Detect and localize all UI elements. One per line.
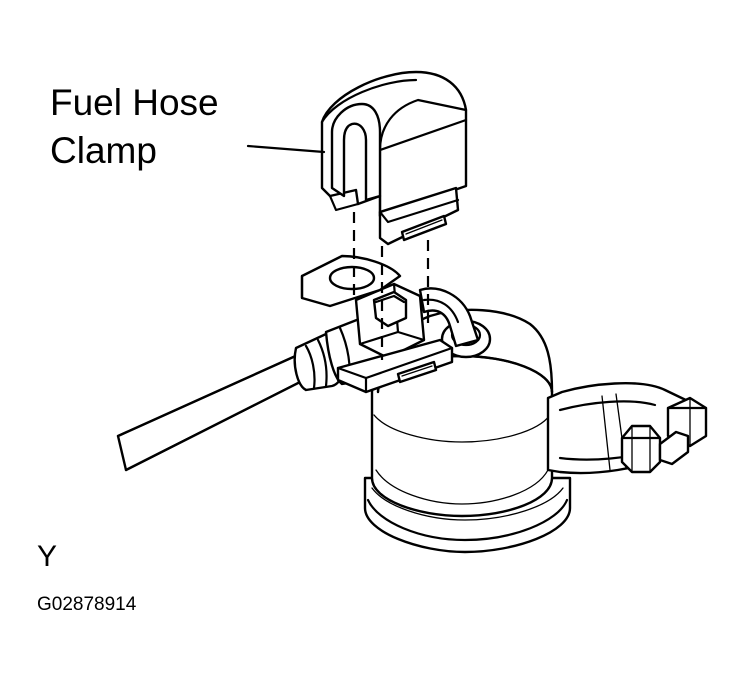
- callout-label-line-1: Fuel Hose: [50, 82, 219, 123]
- alignment-guides: [352, 212, 430, 360]
- mounting-bracket: [546, 382, 708, 475]
- fuel-line-tube: [116, 352, 310, 472]
- fuel-line: [116, 282, 426, 472]
- callout-leader-line: [246, 144, 326, 154]
- connector-plate: [300, 254, 480, 394]
- fuel-hose-clamp-part: [320, 70, 468, 246]
- view-letter: Y: [37, 540, 58, 573]
- elbow-pipe: [418, 287, 480, 348]
- bracket-bolt: [620, 424, 662, 474]
- figure-code: G02878914: [37, 594, 137, 615]
- callout-label-line-2: Clamp: [50, 130, 157, 171]
